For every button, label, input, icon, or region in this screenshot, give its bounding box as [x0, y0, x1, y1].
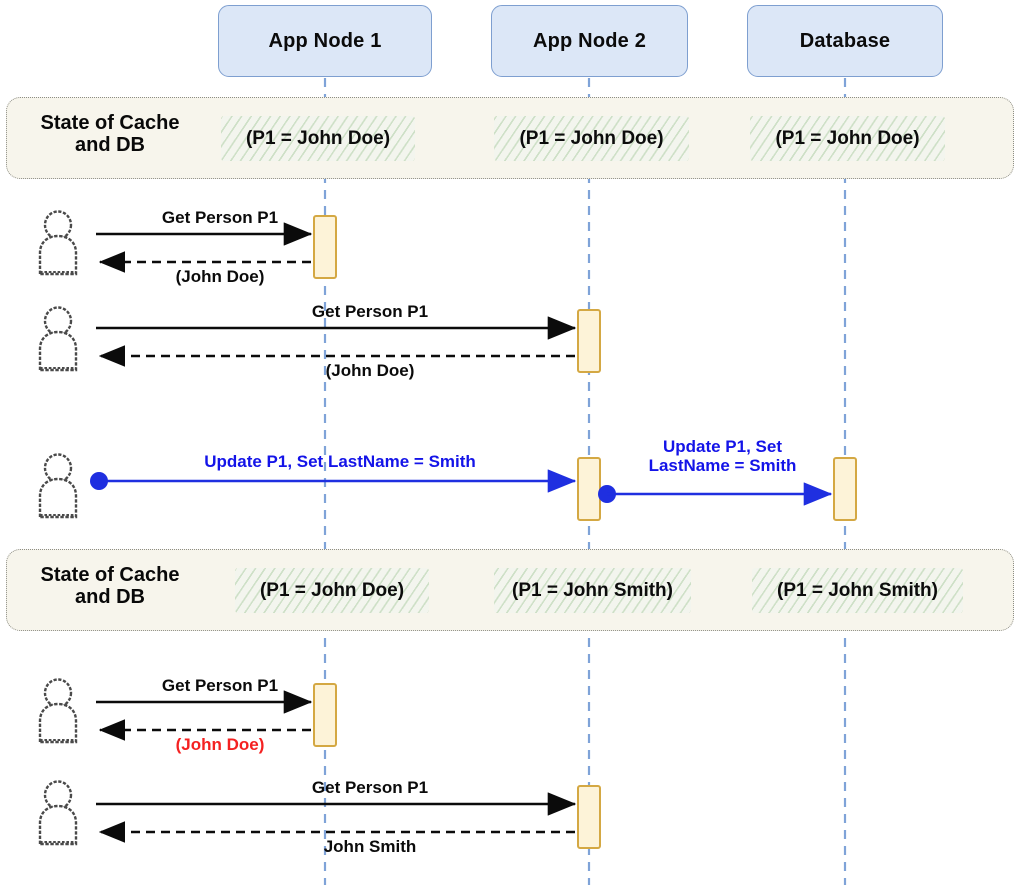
- participant-app-node-2[interactable]: App Node 2: [491, 5, 688, 77]
- user-actor: [38, 453, 78, 519]
- activation-bar: [313, 215, 337, 279]
- message-label-m6-line2: LastName = Smith: [648, 456, 797, 476]
- message-label-m4: (John Doe): [325, 361, 415, 380]
- state-chip-value: (P1 = John Doe): [775, 127, 920, 149]
- chip-hatch-fill: [235, 568, 429, 613]
- state-band-bottom-label-line2: and DB: [75, 586, 145, 609]
- participant-app-node-1[interactable]: App Node 1: [218, 5, 432, 77]
- chip-hatch-fill: [752, 568, 963, 613]
- state-chip-node1-top: (P1 = John Doe): [221, 116, 415, 161]
- user-actor: [38, 678, 78, 744]
- message-label-m6: Update P1, Set LastName = Smith: [620, 437, 825, 475]
- chip-hatch-fill: [221, 116, 415, 161]
- message-label-m8: (John Doe): [175, 735, 265, 754]
- chip-hatch-fill: [494, 568, 691, 613]
- participant-label: App Node 2: [532, 29, 647, 52]
- state-chip-node2-bottom: (P1 = John Smith): [494, 568, 691, 613]
- state-chip-node1-bottom: (P1 = John Doe): [235, 568, 429, 613]
- state-band-bottom-label: State of Cache and DB: [12, 564, 208, 609]
- state-chip-value: (P1 = John Smith): [777, 579, 938, 601]
- state-chip-value: (P1 = John Smith): [512, 579, 673, 601]
- user-actor: [38, 780, 78, 846]
- state-chip-value: (P1 = John Doe): [245, 127, 391, 149]
- message-label-m1: Get Person P1: [161, 208, 279, 227]
- activation-bar: [313, 683, 337, 747]
- state-band-top-label-line1: State of Cache: [40, 112, 180, 134]
- state-band-top-label-line2: and DB: [75, 134, 145, 157]
- state-band-bottom-label-line1: State of Cache: [40, 564, 180, 586]
- message-label-m2: (John Doe): [175, 267, 265, 286]
- state-chip-value: (P1 = John Doe): [259, 579, 405, 601]
- user-actor: [38, 306, 78, 372]
- state-chip-database-bottom: (P1 = John Smith): [752, 568, 963, 613]
- message-label-m5: Update P1, Set LastName = Smith: [204, 452, 476, 471]
- chip-hatch-fill: [750, 116, 945, 161]
- state-band-top-label: State of Cache and DB: [12, 112, 208, 157]
- participant-label: Database: [799, 29, 891, 52]
- message-label-m10: John Smith: [323, 837, 417, 856]
- activation-bar: [577, 457, 601, 521]
- message-label-m3: Get Person P1: [311, 302, 429, 321]
- message-label-m7: Get Person P1: [161, 676, 279, 695]
- user-actor: [38, 210, 78, 276]
- message-label-m6-line1: Update P1, Set: [662, 437, 783, 456]
- activation-bar: [833, 457, 857, 521]
- activation-bar: [577, 785, 601, 849]
- chip-hatch-fill: [494, 116, 689, 161]
- state-chip-value: (P1 = John Doe): [519, 127, 664, 149]
- state-chip-node2-top: (P1 = John Doe): [494, 116, 689, 161]
- message-label-m9: Get Person P1: [311, 778, 429, 797]
- state-chip-database-top: (P1 = John Doe): [750, 116, 945, 161]
- participant-database[interactable]: Database: [747, 5, 943, 77]
- activation-bar: [577, 309, 601, 373]
- participant-label: App Node 1: [268, 29, 382, 52]
